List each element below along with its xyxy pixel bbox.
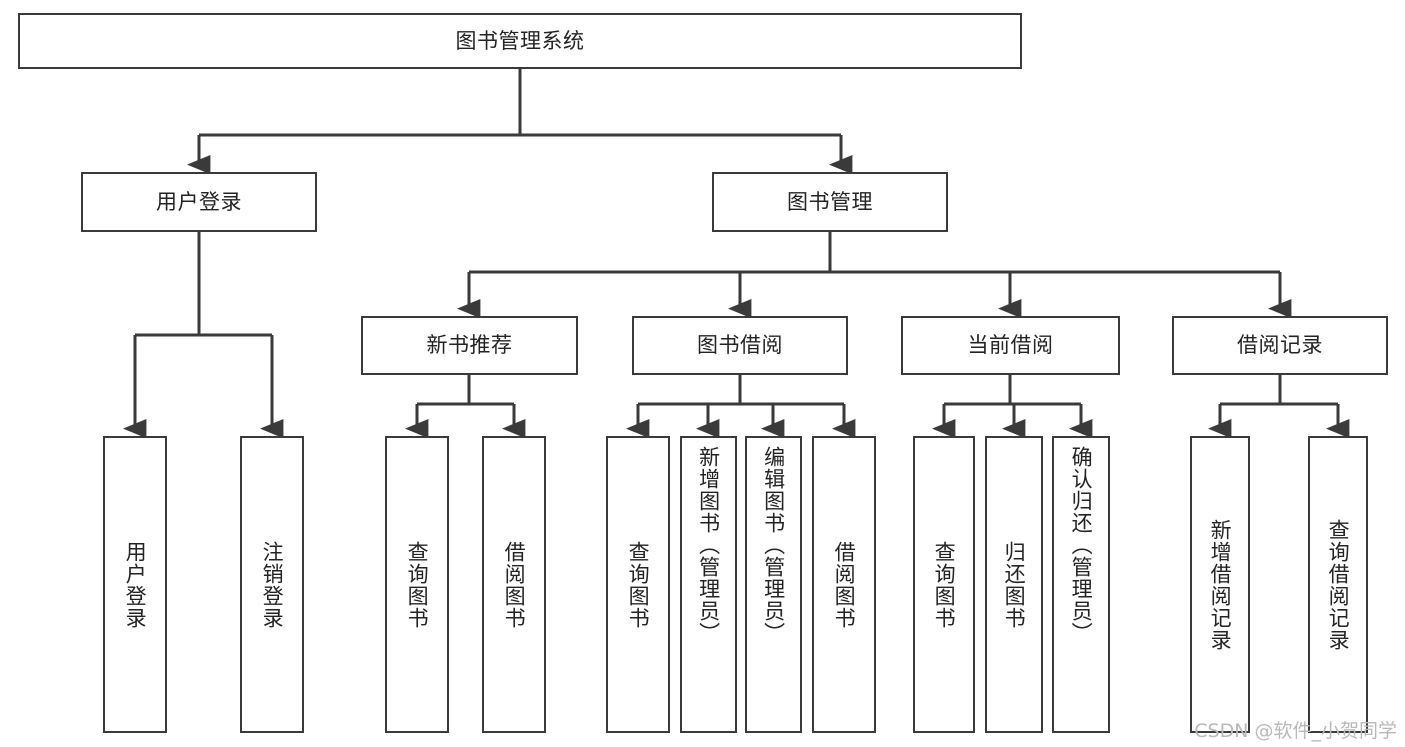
leaf-logout-label: 注销登录 <box>260 540 285 629</box>
node-root[interactable]: 图书管理系统 <box>18 13 1022 69</box>
leaf-return-books-inner: 归还图书 <box>987 438 1041 731</box>
leaf-query-books-borrow-label: 查询图书 <box>626 540 651 629</box>
leaf-add-borrow-record-label: 新增借阅记录 <box>1208 518 1233 651</box>
leaf-edit-book-admin-inner: 编辑图书（管理员） <box>747 438 800 731</box>
leaf-borrow-books-borrow[interactable]: 借阅图书 <box>812 436 876 733</box>
leaf-borrow-books-borrow-inner: 借阅图书 <box>814 438 874 731</box>
leaf-query-borrow-record[interactable]: 查询借阅记录 <box>1308 436 1368 733</box>
leaf-user-login[interactable]: 用户登录 <box>103 436 167 733</box>
leaf-add-borrow-record[interactable]: 新增借阅记录 <box>1190 436 1250 733</box>
leaf-user-login-inner: 用户登录 <box>105 438 165 731</box>
leaf-query-books-current[interactable]: 查询图书 <box>913 436 975 733</box>
leaf-query-books-borrow[interactable]: 查询图书 <box>606 436 670 733</box>
leaf-borrow-books-recommend-label: 借阅图书 <box>502 540 527 629</box>
node-borrow-records-label: 借阅记录 <box>1237 333 1323 358</box>
leaf-confirm-return-admin[interactable]: 确认归还（管理员） <box>1052 436 1110 733</box>
leaf-borrow-books-recommend[interactable]: 借阅图书 <box>482 436 546 733</box>
leaf-add-book-admin[interactable]: 新增图书（管理员） <box>680 436 737 733</box>
leaf-confirm-return-admin-label: 确认归还（管理员） <box>1069 446 1094 644</box>
leaf-user-login-label: 用户登录 <box>123 540 148 629</box>
node-new-book-recommend[interactable]: 新书推荐 <box>361 316 578 375</box>
leaf-logout[interactable]: 注销登录 <box>240 436 304 733</box>
node-user-login[interactable]: 用户登录 <box>81 172 317 232</box>
leaf-edit-book-admin[interactable]: 编辑图书（管理员） <box>745 436 802 733</box>
leaf-edit-book-admin-label: 编辑图书（管理员） <box>761 446 786 644</box>
leaf-query-borrow-record-inner: 查询借阅记录 <box>1310 438 1366 731</box>
node-book-management[interactable]: 图书管理 <box>712 172 948 232</box>
leaf-query-books-current-inner: 查询图书 <box>915 438 973 731</box>
leaf-add-book-admin-inner: 新增图书（管理员） <box>682 438 735 731</box>
node-book-borrow[interactable]: 图书借阅 <box>632 316 848 375</box>
node-current-borrow-label: 当前借阅 <box>967 333 1054 358</box>
leaf-borrow-books-recommend-inner: 借阅图书 <box>484 438 544 731</box>
node-current-borrow[interactable]: 当前借阅 <box>901 316 1120 375</box>
leaf-query-books-recommend[interactable]: 查询图书 <box>385 436 449 733</box>
leaf-query-books-current-label: 查询图书 <box>932 540 957 629</box>
leaf-logout-inner: 注销登录 <box>242 438 302 731</box>
leaf-query-books-borrow-inner: 查询图书 <box>608 438 668 731</box>
leaf-return-books-label: 归还图书 <box>1002 540 1027 629</box>
leaf-borrow-books-borrow-label: 借阅图书 <box>832 540 857 629</box>
leaf-query-books-recommend-inner: 查询图书 <box>387 438 447 731</box>
leaf-add-book-admin-label: 新增图书（管理员） <box>696 446 721 644</box>
node-user-login-label: 用户登录 <box>156 189 242 214</box>
leaf-query-books-recommend-label: 查询图书 <box>405 540 430 629</box>
node-root-label: 图书管理系统 <box>455 28 585 53</box>
leaf-add-borrow-record-inner: 新增借阅记录 <box>1192 438 1248 731</box>
leaf-query-borrow-record-label: 查询借阅记录 <box>1326 518 1351 651</box>
node-borrow-records[interactable]: 借阅记录 <box>1172 316 1388 375</box>
node-book-borrow-label: 图书借阅 <box>697 333 783 358</box>
leaf-return-books[interactable]: 归还图书 <box>985 436 1043 733</box>
node-book-management-label: 图书管理 <box>787 189 873 214</box>
node-new-book-recommend-label: 新书推荐 <box>426 333 513 358</box>
connector-lines <box>122 69 1350 439</box>
leaf-confirm-return-admin-inner: 确认归还（管理员） <box>1054 438 1108 731</box>
